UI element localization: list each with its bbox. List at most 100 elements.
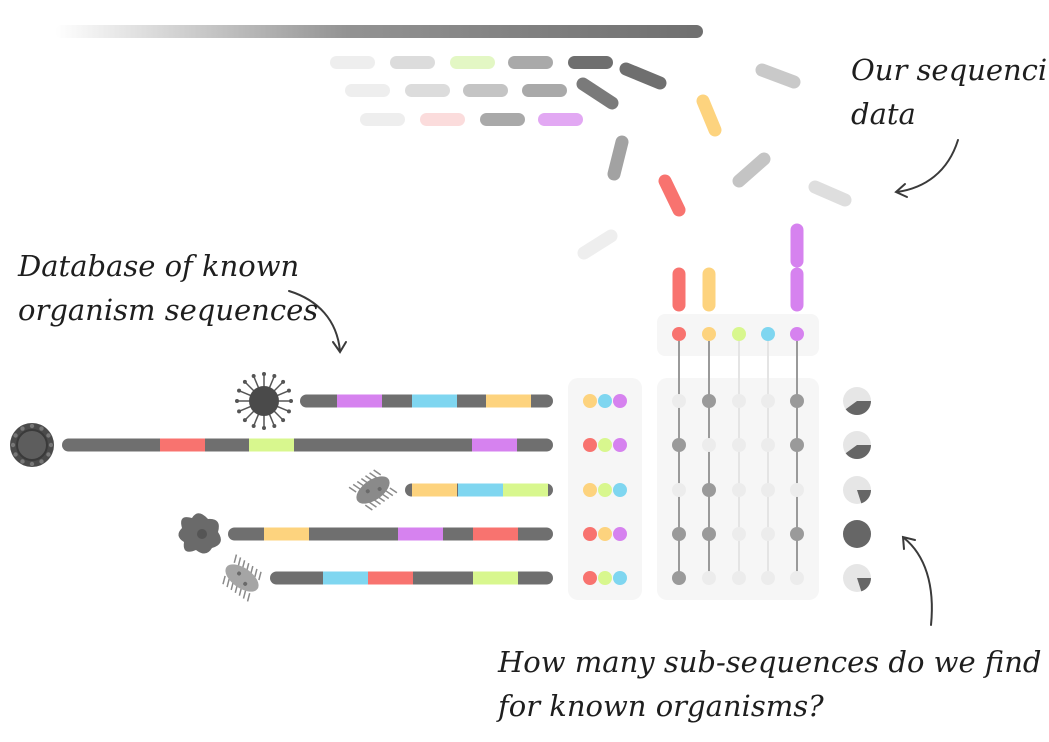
bacterium-cilium: [222, 575, 226, 585]
virus-spike: [239, 390, 252, 397]
genome-segment-green: [473, 571, 518, 585]
organism-kmer-dot-red: [583, 527, 597, 541]
virus-spike-tip: [262, 372, 266, 376]
pie-slice: [857, 578, 871, 592]
bacterium-cilium: [389, 487, 398, 494]
fragment: [732, 152, 771, 188]
genome-segment-blue: [323, 571, 368, 585]
bacterium-group: [348, 469, 398, 511]
sequencing-read-bar: [55, 25, 703, 38]
arrow-to-sequencing-data: [896, 139, 959, 193]
fragment: [450, 56, 495, 69]
virus-spike-tip: [262, 426, 266, 430]
database-annotation: Database of known organism sequences: [18, 244, 318, 332]
bacterium-cilium: [246, 592, 251, 602]
virus-icon: [235, 372, 293, 430]
fragment: [463, 84, 508, 97]
fragment: [576, 77, 619, 110]
amoeba-icon: [178, 513, 221, 554]
virus-spike-tip: [237, 388, 242, 393]
genome-segment-red: [368, 571, 413, 585]
miss-dot: [702, 571, 716, 585]
organism-kmer-dot-yellow: [583, 394, 597, 408]
bacterium-cilium: [385, 490, 394, 497]
kmer-dot-blue: [761, 327, 775, 341]
miss-dot: [732, 394, 746, 408]
virus-spike-tip: [251, 374, 256, 379]
virus-spike-tip: [242, 379, 247, 384]
genome-segment-yellow: [412, 483, 457, 497]
virus-spike-tip: [281, 379, 286, 384]
hit-dot: [790, 438, 804, 452]
genome-segment-yellow: [264, 527, 309, 541]
organism-kmer-dot-green: [598, 438, 612, 452]
bacterium-cilium: [242, 590, 247, 599]
virus-dot: [29, 461, 35, 467]
organism-kmer-dot-purple: [613, 394, 627, 408]
virus-spike: [273, 410, 283, 420]
genome-segment-purple: [472, 438, 517, 452]
bacterium-spot: [243, 581, 248, 586]
bacterium-cilium: [352, 483, 361, 490]
scattered-fragments: [576, 62, 852, 260]
genome-segment-yellow: [486, 394, 531, 408]
virus-dot: [20, 459, 25, 464]
virus-dot: [39, 426, 44, 431]
pie-slice: [857, 490, 871, 504]
miss-dot: [732, 483, 746, 497]
arrow-head: [901, 535, 916, 550]
fragment: [808, 180, 852, 207]
virus-core: [16, 429, 48, 461]
annotation-line: How many sub-sequences do we find: [498, 645, 1042, 679]
genome-segment-green: [503, 483, 548, 497]
arrow-head: [332, 341, 347, 354]
hit-dot: [790, 527, 804, 541]
virus-spike-tip: [286, 388, 291, 393]
genome-segment-red: [160, 438, 205, 452]
annotation-line: for known organisms?: [498, 689, 824, 723]
virus-dot: [13, 452, 18, 457]
hit-dot: [672, 571, 686, 585]
genome-segment-purple: [398, 527, 443, 541]
virus-spike-tip: [272, 423, 277, 428]
fragment: [696, 94, 722, 137]
miss-dot: [702, 438, 716, 452]
kmer-dot-red: [672, 327, 686, 341]
bacterium-cilium: [348, 486, 357, 493]
genome-sequence-bar: [228, 527, 553, 541]
annotation-arrows: [288, 139, 959, 626]
bacterium-spot: [237, 571, 242, 576]
miss-dot: [761, 394, 775, 408]
virus-dot: [48, 442, 54, 448]
bacterium-cilium: [369, 472, 378, 479]
bacterium-cilium: [254, 568, 258, 578]
fragment: [390, 56, 435, 69]
hit-dot: [672, 527, 686, 541]
arrow-head: [894, 183, 908, 198]
fragment: [568, 56, 613, 69]
fragment: [538, 113, 583, 126]
virus-spike: [268, 376, 275, 389]
virus-dot: [10, 442, 16, 448]
virus-spike-tip: [289, 399, 293, 403]
miss-dot: [672, 394, 686, 408]
pie-slice: [845, 401, 871, 415]
virus-spike: [245, 410, 255, 420]
virus-spike: [245, 382, 255, 392]
organism-kmer-dot-purple: [613, 438, 627, 452]
miss-dot: [761, 571, 775, 585]
hit-dot: [702, 483, 716, 497]
genome-segment-red: [473, 527, 518, 541]
hit-dot: [702, 394, 716, 408]
bacterium-body: [356, 476, 390, 504]
annotation-line: organism sequences: [18, 293, 319, 327]
genome-segment-purple: [337, 394, 382, 408]
hit-dot: [790, 394, 804, 408]
miss-dot: [732, 571, 746, 585]
bacterium-icon: [348, 469, 398, 511]
hit-dot: [702, 527, 716, 541]
organism-kmer-dot-red: [583, 438, 597, 452]
virus-spike-tip: [286, 409, 291, 414]
fragment: [420, 113, 465, 126]
fragment: [405, 84, 450, 97]
